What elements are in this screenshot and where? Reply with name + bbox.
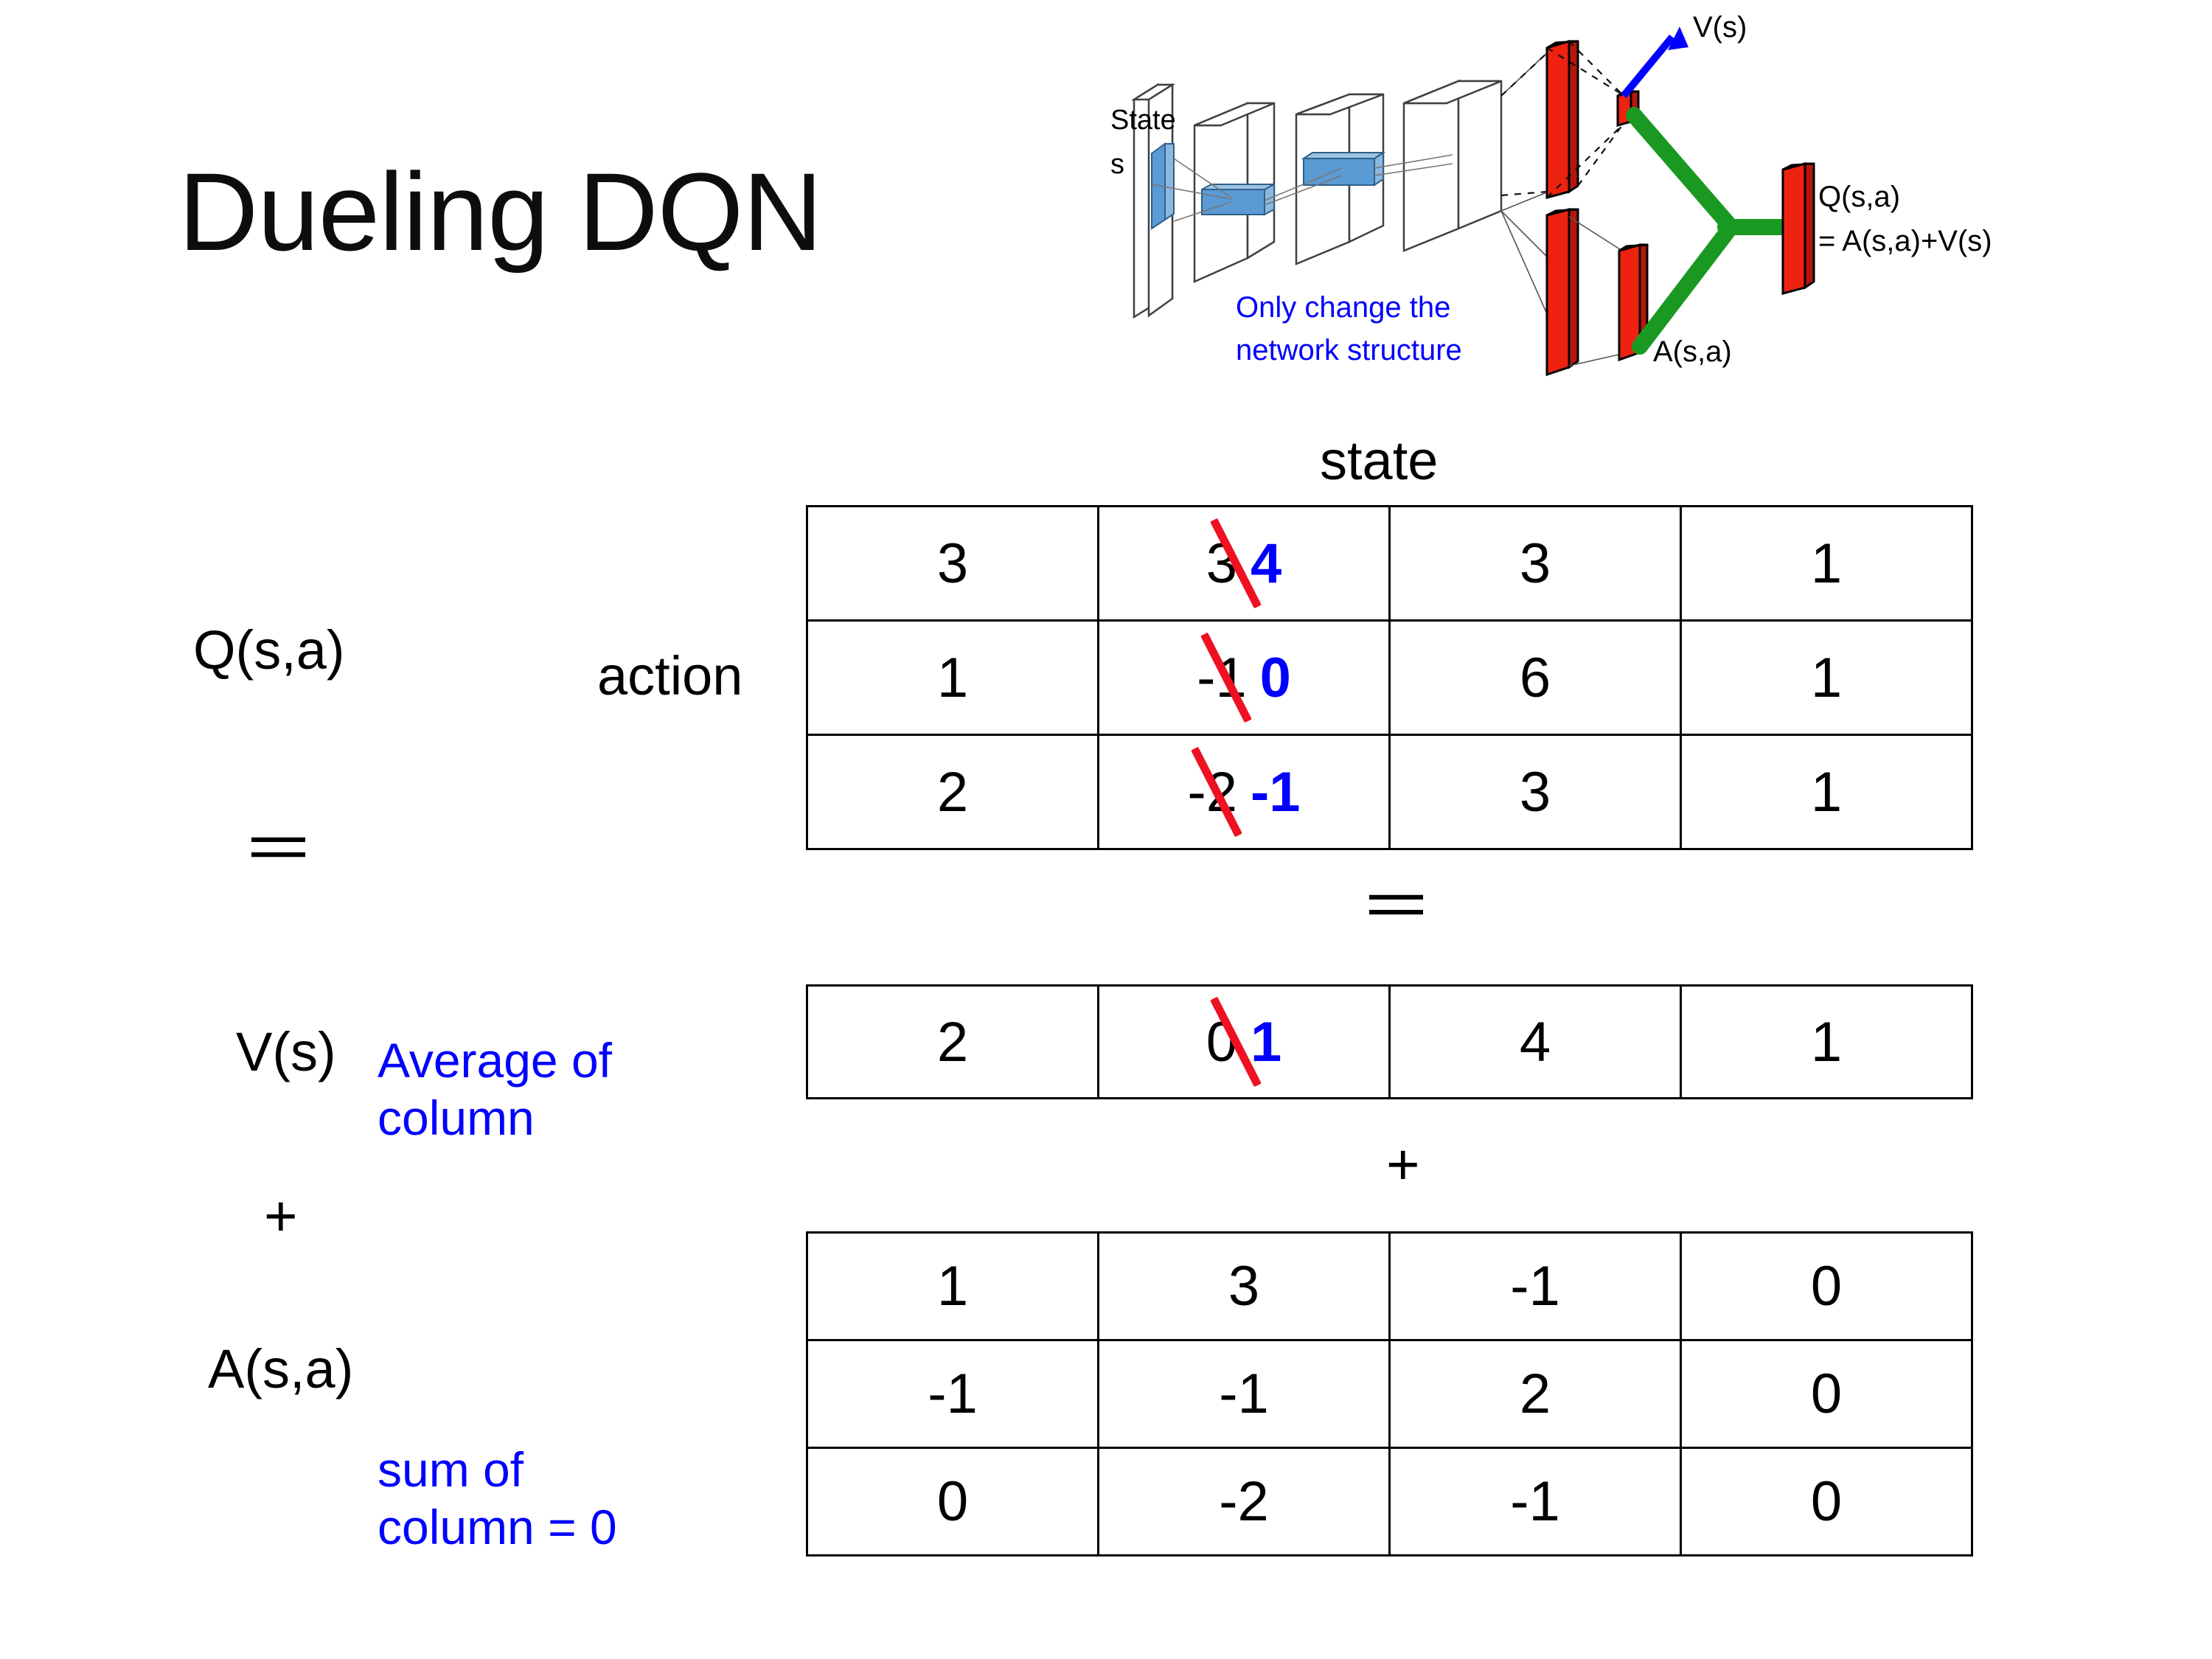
struck-old-value: 3 bbox=[1206, 532, 1237, 595]
table-cell: -1 bbox=[1388, 1231, 1682, 1341]
table-cell: 0 bbox=[1680, 1447, 1973, 1557]
corrected-new-value: 0 bbox=[1259, 646, 1291, 709]
equals-operator-left: || bbox=[251, 832, 316, 863]
table-cell: -2-1 bbox=[1097, 734, 1391, 850]
corrected-new-value: 1 bbox=[1251, 1010, 1282, 1074]
table-cell: 2 bbox=[806, 734, 1099, 850]
table-cell: 2 bbox=[1388, 1339, 1682, 1449]
table-cell: 2 bbox=[806, 984, 1099, 1099]
table-cell: 4 bbox=[1388, 984, 1682, 1099]
diagram-state-label-line1: State bbox=[1110, 105, 1176, 136]
table-cell: 0 bbox=[1680, 1339, 1973, 1449]
table-cell: 1 bbox=[1680, 619, 1973, 736]
corrected-new-value: -1 bbox=[1251, 760, 1301, 824]
table-cell: 3 bbox=[806, 505, 1099, 622]
sum-of-column-note: sum of column = 0 bbox=[378, 1442, 617, 1554]
table-cell: -1 bbox=[1097, 1339, 1391, 1449]
table-cell: -1 bbox=[806, 1339, 1099, 1449]
diagram-a-label: A(s,a) bbox=[1653, 335, 1732, 368]
table-cell: 3 bbox=[1097, 1231, 1391, 1341]
a-function-label: A(s,a) bbox=[208, 1338, 354, 1399]
diagram-caption-line1: Only change the bbox=[1236, 291, 1450, 324]
page-title: Dueling DQN bbox=[178, 150, 823, 274]
diagram-q-label-line2: = A(s,a)+V(s) bbox=[1818, 225, 1992, 257]
table-cell: -2 bbox=[1097, 1447, 1391, 1557]
table-cell: -1 bbox=[1388, 1447, 1682, 1557]
equals-operator-between-tables: || bbox=[1368, 889, 1434, 920]
table-cell: 1 bbox=[1680, 505, 1973, 622]
struck-old-value: -1 bbox=[1197, 646, 1247, 709]
diagram-q-label-line1: Q(s,a) bbox=[1818, 181, 1900, 213]
corrected-new-value: 4 bbox=[1251, 532, 1282, 595]
table-cell: 1 bbox=[806, 619, 1099, 736]
action-axis-label: action bbox=[597, 645, 743, 706]
diagram-caption-line2: network structure bbox=[1236, 334, 1462, 366]
table-cell: 3 bbox=[1388, 505, 1682, 622]
average-of-column-note: Average of column bbox=[378, 1033, 613, 1145]
diagram-v-label: V(s) bbox=[1693, 11, 1747, 44]
table-cell: 3 bbox=[1388, 734, 1682, 850]
table-cell: 0 bbox=[1680, 1231, 1973, 1341]
q-function-label: Q(s,a) bbox=[193, 619, 345, 681]
state-axis-label: state bbox=[1320, 430, 1439, 491]
dueling-network-diagram: State s Only change the network structur… bbox=[1106, 7, 2212, 420]
table-cell: 1 bbox=[1680, 984, 1973, 1099]
table-cell: 1 bbox=[1680, 734, 1973, 850]
table-cell: 1 bbox=[806, 1231, 1099, 1341]
table-cell: 6 bbox=[1388, 619, 1682, 736]
plus-operator-between-tables: + bbox=[1386, 1132, 1420, 1197]
struck-old-value: -2 bbox=[1187, 760, 1237, 824]
struck-old-value: 0 bbox=[1206, 1010, 1237, 1074]
table-cell: 0 bbox=[806, 1447, 1099, 1557]
plus-operator-left: + bbox=[264, 1183, 298, 1248]
v-function-label: V(s) bbox=[236, 1021, 336, 1082]
diagram-state-label-line2: s bbox=[1110, 149, 1124, 180]
